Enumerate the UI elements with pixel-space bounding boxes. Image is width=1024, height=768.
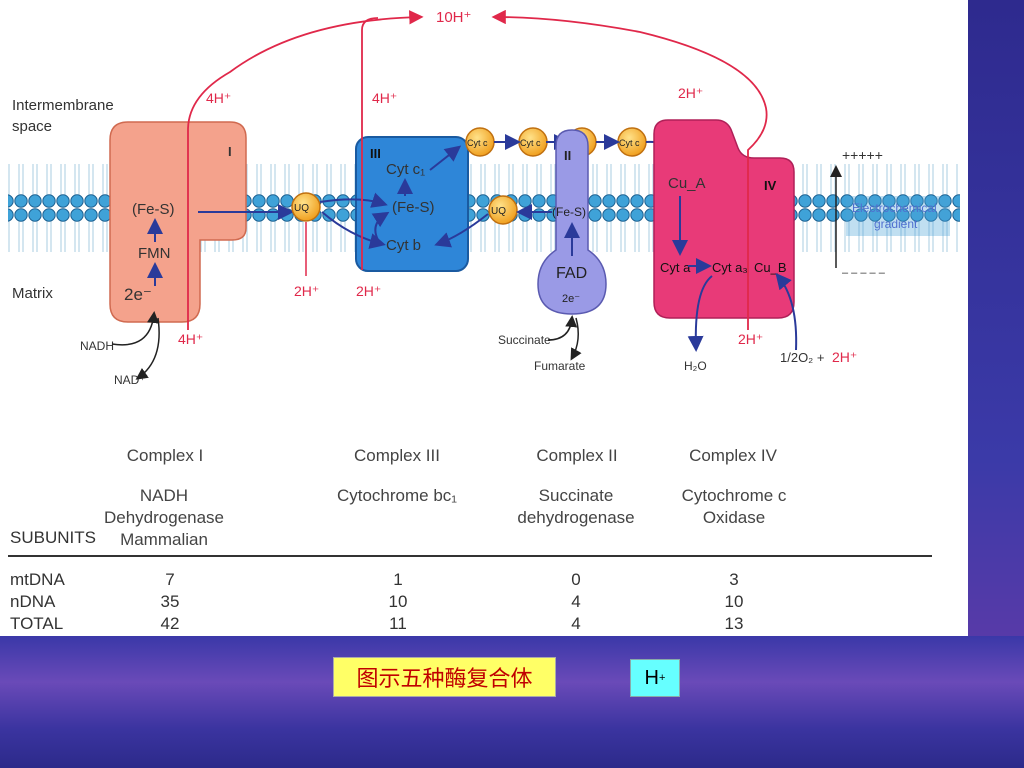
name-complex-i-1: NADH [139, 486, 189, 505]
oxygen-proton: 2H⁺ [832, 349, 857, 365]
complex-i-roman: I [228, 144, 232, 159]
cell-ndna-c2: 4 [571, 592, 581, 611]
cell-ndna-c4: 10 [724, 592, 744, 611]
row-label-mtdna: mtDNA [10, 570, 65, 589]
hplus-sup: + [659, 672, 666, 684]
cell-mtdna-c4: 3 [729, 570, 739, 589]
hplus-button[interactable]: H+ [630, 659, 680, 697]
cell-total-c2: 4 [571, 614, 581, 633]
complex-iii-cytc1: Cyt c₁ [386, 161, 425, 178]
complex-iv-cub: Cu_B [754, 260, 787, 275]
complex-iv-roman: IV [764, 178, 777, 193]
cytc-label-4: Cyt c [619, 138, 640, 148]
c1-proton-top: 4H⁺ [206, 90, 231, 106]
subunits-label: SUBUNITS [10, 528, 96, 547]
complex-i-fes: (Fe-S) [132, 201, 175, 218]
complex-iii-cytb: Cyt b [386, 237, 421, 254]
cell-total-c4: 13 [724, 614, 744, 633]
complex-ii-roman: II [564, 148, 571, 163]
minus-signs: – – – – – [842, 267, 886, 279]
intermembrane-label: Intermembrane [12, 97, 114, 114]
hplus-base: H [644, 666, 659, 689]
cytc-label-1: Cyt c [467, 138, 488, 148]
complex-iv-cyta3: Cyt a₃ [712, 260, 748, 275]
gradient-box [846, 196, 950, 236]
row-label-total: TOTAL [10, 614, 64, 633]
subunit-table: Complex I Complex III Complex II Complex… [0, 440, 968, 636]
c3-proton-bottom: 2H⁺ [356, 283, 381, 299]
header-complex-ii: Complex II [536, 446, 618, 465]
succinate-label: Succinate [498, 333, 551, 347]
header-complex-iii: Complex III [354, 446, 440, 465]
c4-proton-bottom: 2H⁺ [738, 331, 763, 347]
complex-ii-fad: FAD [556, 265, 587, 282]
name-complex-ii-2: dehydrogenase [517, 508, 635, 527]
cell-mtdna-c2: 0 [571, 570, 581, 589]
c4-proton-top: 2H⁺ [678, 85, 703, 101]
table-divider [8, 555, 932, 557]
c3-proton-top: 4H⁺ [372, 90, 397, 106]
complex-iii-fes: (Fe-S) [392, 199, 435, 216]
complex-i-2e: 2e⁻ [124, 285, 152, 304]
name-complex-i-2: Dehydrogenase [103, 508, 225, 527]
caption-button[interactable]: 图示五种酶复合体 [333, 657, 556, 697]
complex-iv-cyta: Cyt a [660, 260, 691, 275]
matrix-label: Matrix [12, 285, 53, 302]
cell-total-c3: 11 [389, 614, 407, 633]
plus-signs: +++++ [842, 147, 883, 163]
gradient-label-2: gradient [874, 217, 918, 231]
gradient-label-1: Electrochemical [852, 201, 937, 215]
uq-proton-bottom: 2H⁺ [294, 283, 319, 299]
c1-proton-bottom: 4H⁺ [178, 331, 203, 347]
electron-transport-diagram: I (Fe-S) FMN 2e⁻ NADH NAD⁺ III Cyt c₁ (F… [8, 9, 960, 387]
cell-ndna-c3: 10 [388, 592, 408, 611]
uq-label-1: UQ [294, 203, 309, 214]
name-complex-ii-1: Succinate [538, 486, 614, 505]
cell-ndna-c1: 35 [160, 592, 180, 611]
complex-iv-cua: Cu_A [668, 175, 706, 192]
complex-iii-roman: III [370, 146, 381, 161]
nadh-label: NADH [80, 339, 114, 353]
cytc-label-2: Cyt c [520, 138, 541, 148]
header-complex-iv: Complex IV [689, 446, 777, 465]
complex-iv-shape [653, 119, 795, 319]
water-label: H₂O [684, 359, 707, 373]
complex-ii-2e: 2e⁻ [562, 293, 580, 305]
uq-ball-1 [291, 192, 321, 222]
name-complex-iv-2: Oxidase [702, 508, 766, 527]
oxygen-label: 1/2O₂ + [780, 350, 824, 365]
complex-ii-fes: (Fe-S) [552, 205, 586, 219]
uq-label-2: UQ [491, 206, 506, 217]
header-complex-i: Complex I [126, 446, 204, 465]
cell-total-c1: 42 [160, 614, 180, 633]
complex-i-shape [109, 121, 247, 323]
complex-i-fmn: FMN [138, 245, 171, 262]
name-complex-iii-1: Cytochrome bc₁ [336, 486, 458, 505]
bottom-band [0, 636, 1024, 768]
top-proton: 10H⁺ [436, 9, 471, 26]
name-complex-iv-1: Cytochrome c [681, 486, 787, 505]
row-label-ndna: nDNA [10, 592, 56, 611]
fumarate-label: Fumarate [534, 359, 586, 373]
name-complex-i-3: Mammalian [120, 530, 208, 549]
cell-mtdna-c1: 7 [165, 570, 175, 589]
space-label: space [12, 118, 52, 135]
cell-mtdna-c3: 1 [393, 570, 403, 589]
